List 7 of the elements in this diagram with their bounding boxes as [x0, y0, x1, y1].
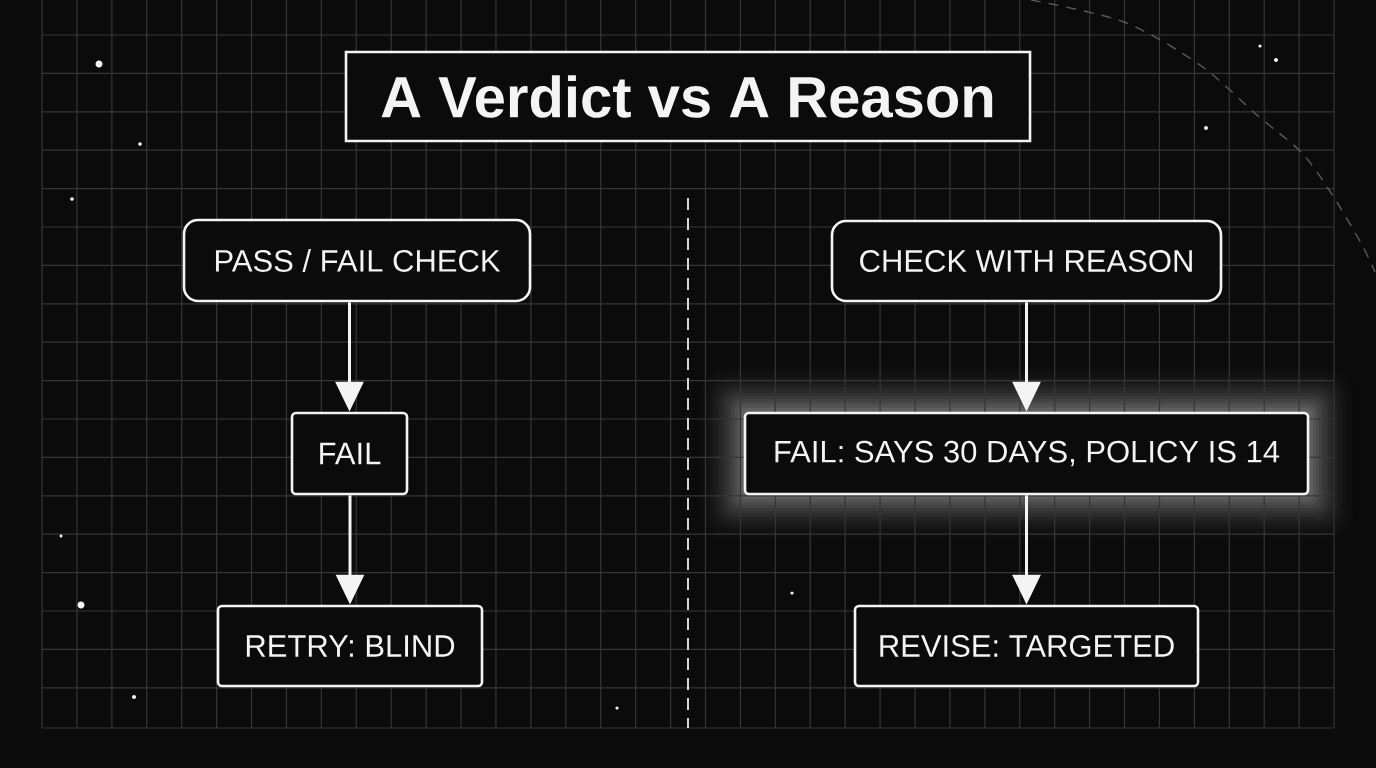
process-box: FAIL: SAYS 30 DAYS, POLICY IS 14	[743, 411, 1310, 496]
process-box: RETRY: BLIND	[216, 604, 484, 688]
title-box: A Verdict vs A Reason	[344, 50, 1032, 143]
process-box: FAIL	[290, 411, 409, 496]
process-box: REVISE: TARGETED	[853, 604, 1200, 688]
process-box: PASS / FAIL CHECK	[182, 218, 532, 303]
process-box: CHECK WITH REASON	[830, 219, 1223, 303]
